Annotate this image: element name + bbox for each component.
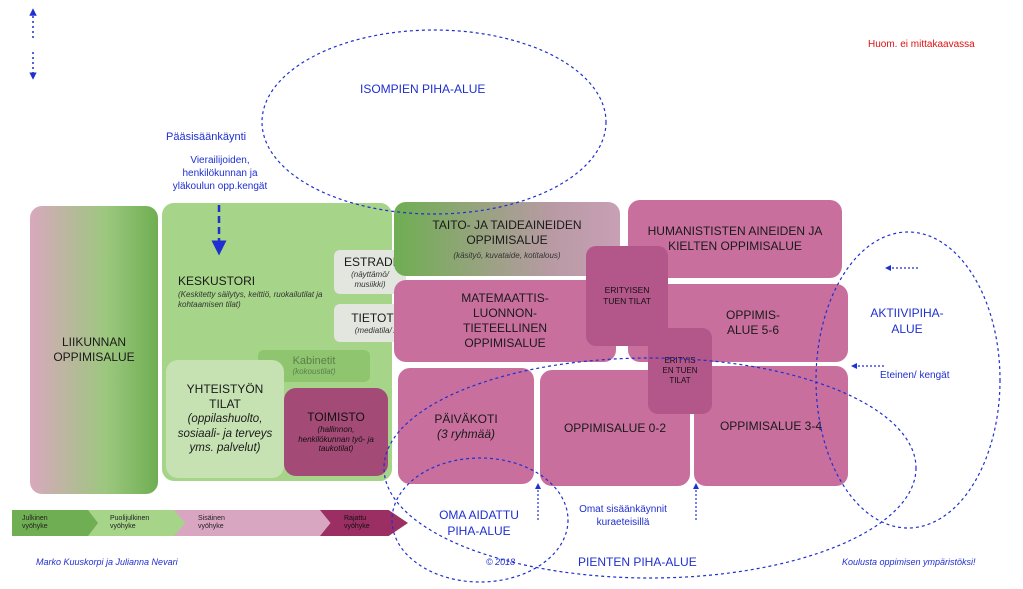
zone-puolijulkinen: Puolijulkinen vyöhyke — [88, 510, 188, 536]
zone-rajattu: Rajattu vyöhyke — [320, 510, 408, 536]
scale-note: Huom. ei mittakaavassa — [868, 39, 975, 50]
keskustori-title: KESKUSTORI — [178, 274, 256, 288]
paivakoti-box: PÄIVÄKOTI (3 ryhmää) — [398, 368, 534, 484]
omat-sisaankaynnit-label: Omat sisäänkäynnit kuraeteisillä — [579, 504, 667, 528]
oma-aidattu-label: OMA AIDATTU PIHA-ALUE — [439, 508, 519, 538]
copyright: © 2018 — [486, 557, 516, 567]
liikunnan-oppimisalue: LIIKUNNAN OPPIMISALUE — [30, 206, 158, 494]
oppimisalue-3-4: OPPIMISALUE 3-4 — [694, 366, 848, 486]
yhteistyon-tilat: YHTEISTYÖN TILAT (oppilashuolto, sosiaal… — [166, 360, 284, 478]
erityisen-tuen-tilat-1: ERITYISEN TUEN TILAT — [586, 246, 668, 346]
aktiivipiha-label: AKTIIVIPIHA-ALUE — [870, 306, 944, 337]
eteinen-label: Eteinen/ kengät — [880, 370, 950, 381]
paasisaankaynti-label: Pääsisäänkäynti — [166, 131, 247, 143]
vierailijoiden-label: Vierailijoiden, henkilökunnan ja yläkoul… — [172, 155, 268, 192]
slogan: Koulusta oppimisen ympäristöksi! — [842, 557, 976, 567]
toimisto-box: TOIMISTO (hallinnon, henkilökunnan työ- … — [284, 388, 388, 476]
author-credit: Marko Kuuskorpi ja Julianna Nevari — [36, 557, 178, 567]
isompien-piha-label: ISOMPIEN PIHA-ALUE — [360, 82, 486, 96]
matemaattis-oppimisalue: MATEMAATTIS-LUONNON-TIETEELLINEN OPPIMIS… — [394, 280, 616, 362]
keskustori-subtitle: (Keskitetty säilytys, keittiö, ruokailut… — [178, 290, 323, 309]
erityisen-tuen-tilat-2: ERITYIS EN TUEN TILAT — [648, 328, 712, 414]
pienten-piha-label: PIENTEN PIHA-ALUE — [578, 555, 697, 569]
zone-julkinen: Julkinen vyöhyke — [12, 510, 102, 536]
zone-sisainen: Sisäinen vyöhyke — [174, 510, 334, 536]
